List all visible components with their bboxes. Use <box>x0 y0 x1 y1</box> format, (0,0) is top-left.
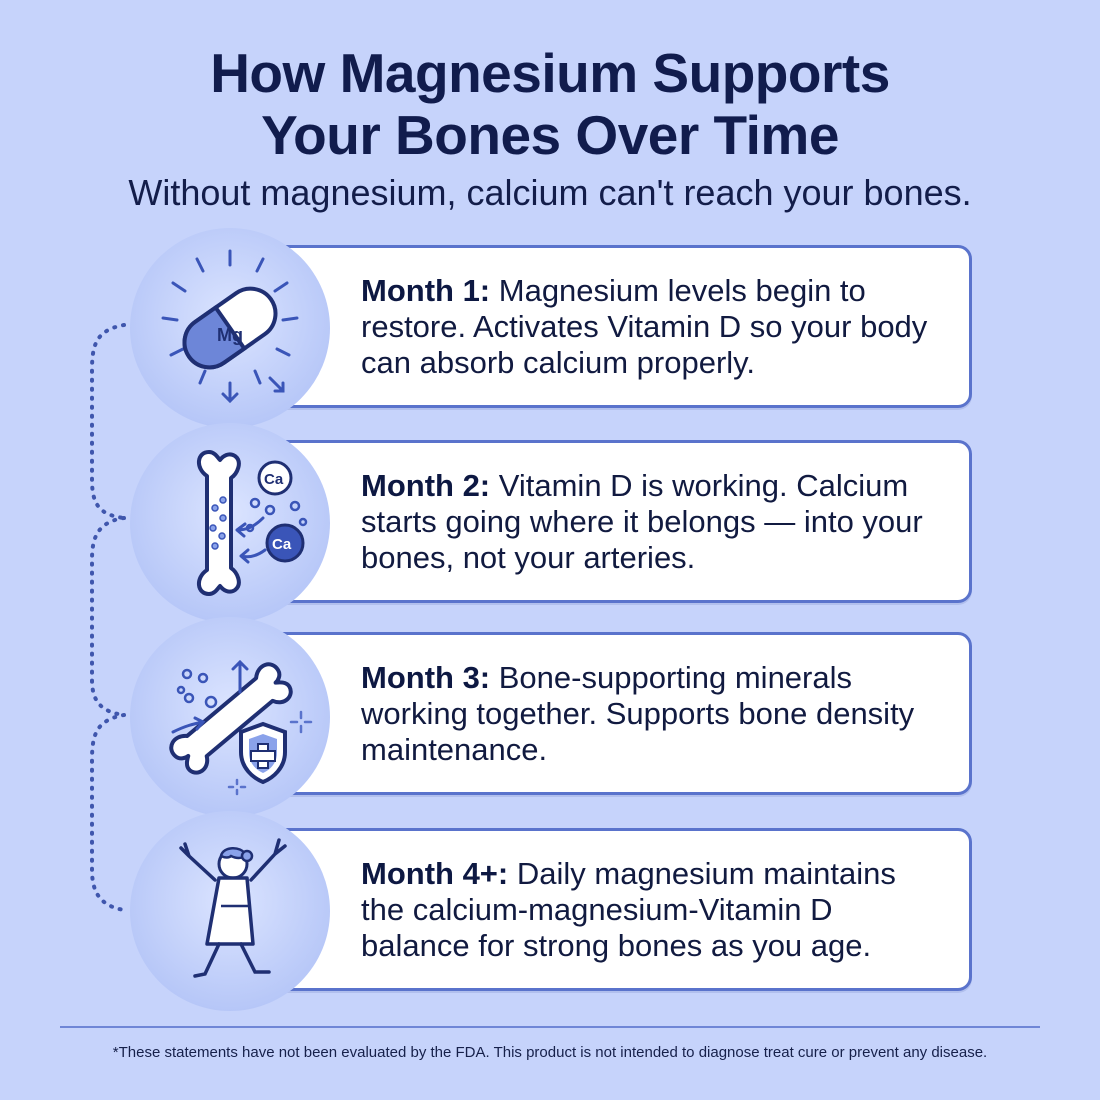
step-description: Magnesium levels begin to restore. Activ… <box>361 272 928 380</box>
step-description: Vitamin D is working. Calcium starts goi… <box>361 467 923 575</box>
step-text: Month 1: Magnesium levels begin to resto… <box>361 273 929 381</box>
footer-divider <box>60 1026 1040 1028</box>
title-line-2: Your Bones Over Time <box>261 104 839 166</box>
mg-symbol: Mg <box>217 325 243 345</box>
fda-disclaimer: *These statements have not been evaluate… <box>112 1044 988 1061</box>
step-icon-circle-3 <box>130 617 330 817</box>
step-text: Month 2: Vitamin D is working. Calcium s… <box>361 468 929 576</box>
step-text: Month 4+: Daily magnesium maintains the … <box>361 856 929 964</box>
step-text: Month 3: Bone-supporting minerals workin… <box>361 660 929 768</box>
ca-symbol-1: Ca <box>264 471 284 488</box>
step-card-month-3: Month 3: Bone-supporting minerals workin… <box>250 632 972 795</box>
page-title: How Magnesium Supports Your Bones Over T… <box>0 42 1100 166</box>
magnesium-capsule-icon: Mg <box>161 249 299 404</box>
title-line-1: How Magnesium Supports <box>210 42 890 104</box>
step-description: Daily magnesium maintains the calcium-ma… <box>361 855 896 963</box>
step-description: Bone-supporting minerals working togethe… <box>361 659 915 767</box>
page-subtitle: Without magnesium, calcium can't reach y… <box>128 172 972 213</box>
happy-woman-icon <box>179 838 287 978</box>
step-label: Month 2: <box>361 467 491 503</box>
bone-calcium-icon: Ca Ca <box>197 450 308 596</box>
step-label: Month 3: <box>361 659 491 695</box>
step-card-month-2: Month 2: Vitamin D is working. Calcium s… <box>250 440 972 603</box>
step-label: Month 1: <box>361 272 491 308</box>
step-icon-circle-1: Mg <box>130 228 330 428</box>
step-icon-circle-2: Ca Ca <box>130 423 330 623</box>
ca-symbol-2: Ca <box>272 536 292 553</box>
step-label: Month 4+: <box>361 855 509 891</box>
step-card-month-1: Month 1: Magnesium levels begin to resto… <box>250 245 972 408</box>
step-card-month-4: Month 4+: Daily magnesium maintains the … <box>250 828 972 991</box>
bone-shield-icon <box>169 659 313 796</box>
step-icon-circle-4 <box>130 811 330 1011</box>
